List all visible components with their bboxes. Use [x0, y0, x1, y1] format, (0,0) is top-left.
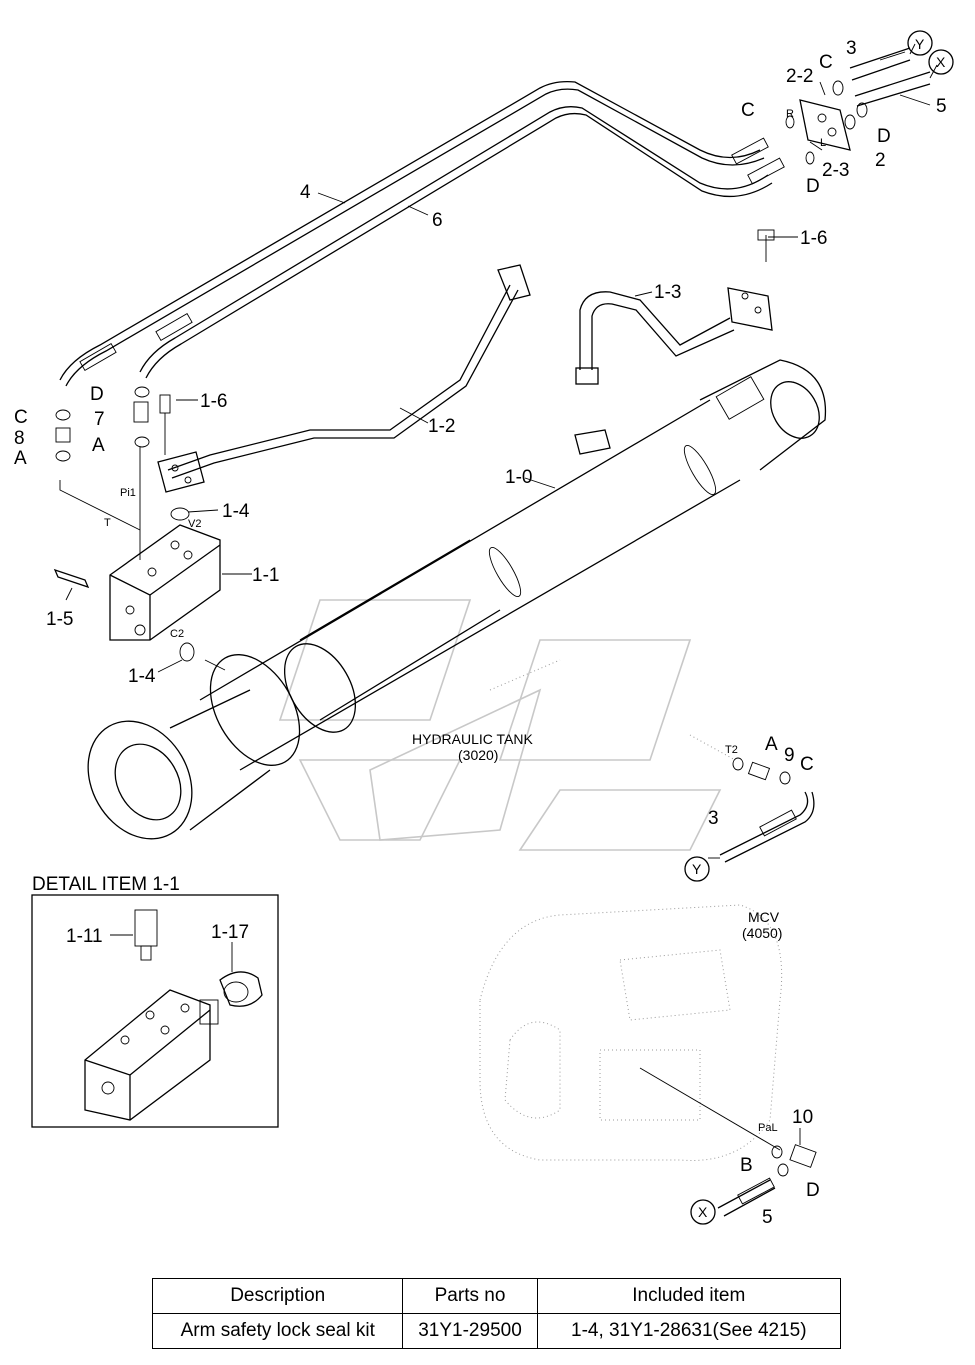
callout-A-right: A — [765, 734, 778, 755]
pipe-1-3 — [575, 229, 775, 385]
callout-6: 6 — [432, 210, 443, 231]
callout-1-11: 1-11 — [66, 926, 103, 947]
parts-table: Description Parts no Included item Arm s… — [151, 1278, 842, 1349]
left-fittings — [55, 386, 171, 462]
cell-included-item: 1-4, 31Y1-28631(See 4215) — [536, 1313, 842, 1349]
callout-5-bottom: 5 — [762, 1207, 773, 1228]
callout-1-6-right: 1-6 — [800, 228, 827, 249]
port-T: T — [104, 517, 111, 529]
callout-10: 10 — [792, 1107, 813, 1128]
callout-D-left: D — [90, 384, 104, 405]
port-V2: V2 — [188, 518, 201, 530]
callout-1-5: 1-5 — [46, 609, 73, 630]
circled-markers — [684, 30, 954, 1225]
callout-3-top: 3 — [846, 38, 857, 59]
callout-9: 9 — [784, 745, 795, 766]
callout-D-top-right: D — [877, 126, 891, 147]
callout-C-right: C — [800, 754, 814, 775]
callout-5-top: 5 — [936, 96, 947, 117]
callout-2-3: 2-3 — [822, 160, 849, 181]
mcv-ref: (4050) — [742, 925, 782, 941]
port-R: R — [786, 108, 794, 120]
callout-1-17: 1-17 — [211, 922, 249, 943]
hose-4-and-6 — [59, 80, 785, 387]
marker-X-bottom: X — [698, 1204, 708, 1220]
callout-2-2: 2-2 — [786, 66, 813, 87]
marker-Y-top: Y — [915, 36, 925, 52]
cell-description: Arm safety lock seal kit — [151, 1313, 404, 1349]
callout-1-4-top: 1-4 — [222, 501, 250, 522]
header-parts-no: Parts no — [402, 1278, 538, 1314]
detail-box-1-1 — [31, 894, 279, 1128]
callout-A-mid: A — [92, 435, 105, 456]
watermark-logo — [278, 599, 722, 851]
callout-3-bottom: 3 — [708, 808, 719, 829]
hydraulic-tank-label: HYDRAULIC TANK — [412, 731, 534, 747]
port-Pi1: Pi1 — [120, 487, 136, 499]
callout-1-6-left: 1-6 — [200, 391, 227, 412]
callout-7: 7 — [94, 409, 105, 430]
mcv-label: MCV — [748, 909, 780, 925]
callout-C-left: C — [14, 407, 28, 428]
callout-4: 4 — [300, 182, 311, 203]
arm-cylinder-1-0 — [87, 359, 827, 840]
port-C2: C2 — [170, 628, 184, 640]
callout-1-1: 1-1 — [252, 565, 279, 586]
callout-A-left: A — [14, 448, 27, 469]
mcv-outline — [479, 904, 783, 1161]
marker-X-top: X — [936, 54, 946, 70]
port-PaL: PaL — [758, 1122, 778, 1134]
cell-parts-no: 31Y1-29500 — [402, 1313, 538, 1349]
header-description: Description — [151, 1278, 404, 1314]
lock-valve-1-1 — [53, 447, 226, 671]
pipe-1-2 — [157, 264, 531, 493]
fittings-9-and-hose-3 — [689, 734, 815, 863]
port-T2: T2 — [725, 744, 738, 756]
parts-table-header: Description Parts no Included item — [151, 1278, 842, 1314]
callout-C-top-right: C — [819, 52, 833, 73]
port-L: L — [820, 137, 826, 149]
callout-1-2: 1-2 — [428, 416, 455, 437]
labels: 4 6 1-0 1-2 1-3 1-6 1-6 1-4 1-1 1-5 1-4 … — [14, 36, 947, 1228]
leader-lines — [65, 51, 931, 1145]
hydraulic-tank-ref: (3020) — [458, 747, 498, 763]
callout-D-bottom: D — [806, 1180, 820, 1201]
valve-block-2 — [785, 43, 938, 165]
callout-8: 8 — [14, 428, 25, 449]
table-row: Arm safety lock seal kit 31Y1-29500 1-4,… — [151, 1313, 842, 1349]
header-included-item: Included item — [536, 1278, 842, 1314]
callout-C-top-mid: C — [741, 100, 755, 121]
marker-Y-bottom: Y — [692, 861, 702, 877]
callout-B: B — [740, 1155, 753, 1176]
callout-D-top-mid: D — [806, 176, 820, 197]
callout-1-4-bottom: 1-4 — [128, 666, 156, 687]
detail-title: DETAIL ITEM 1-1 — [32, 874, 180, 895]
fittings-10-and-hose-5 — [717, 1144, 817, 1217]
callout-1-0: 1-0 — [505, 467, 532, 488]
callout-2: 2 — [875, 150, 886, 171]
callout-1-3: 1-3 — [654, 282, 681, 303]
